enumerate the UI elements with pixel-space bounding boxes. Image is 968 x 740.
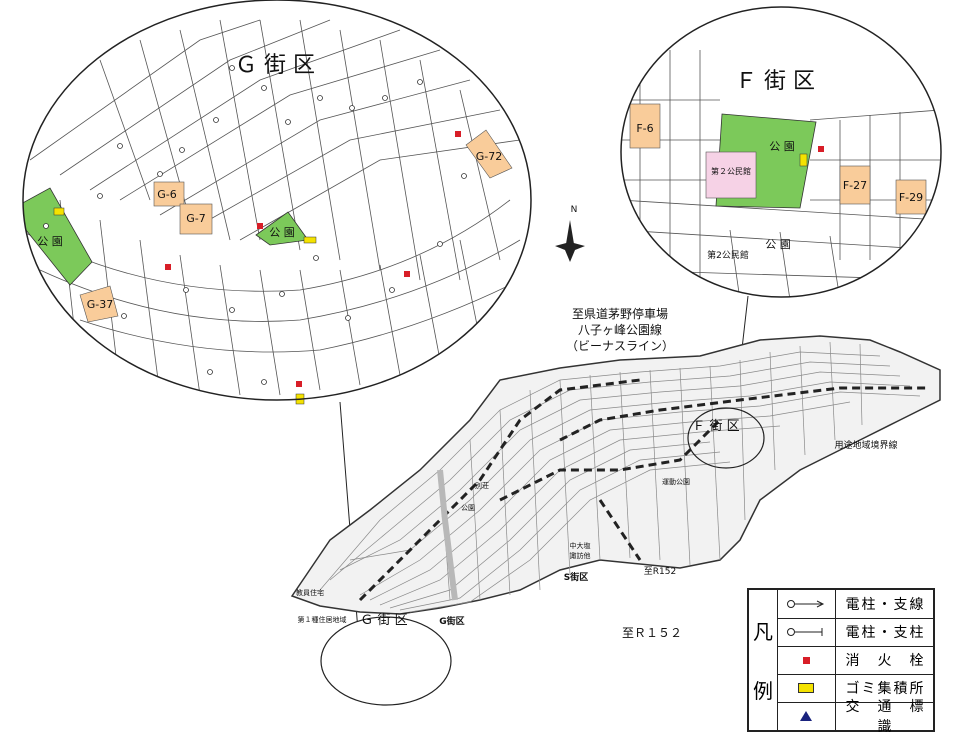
small-label-6: 別荘 bbox=[475, 481, 489, 490]
lot-g6: G-6 bbox=[157, 188, 177, 201]
lot-g72: G-72 bbox=[476, 150, 503, 163]
legend-label-hydrant: 消 火 栓 bbox=[845, 653, 926, 669]
g-park-label-2: 公 園 bbox=[269, 226, 295, 239]
legend-title: 凡 例 bbox=[749, 590, 778, 730]
pole-strut-icon bbox=[777, 618, 836, 646]
legend: 凡 例 電柱・支線 電柱・支柱 消 火 栓 ゴミ集積所 交 通 標 識 bbox=[747, 588, 940, 735]
legend-label-pole-guy: 電柱・支線 bbox=[845, 597, 926, 613]
community-hall-label: 第２公民館 bbox=[711, 166, 751, 176]
f-district-label: Ｆ 街 区 bbox=[692, 419, 739, 434]
lot-f29: F-29 bbox=[899, 191, 923, 204]
legend-row-pole-strut: 電柱・支柱 bbox=[777, 618, 935, 647]
f-callout-title: Ｆ 街 区 bbox=[735, 69, 815, 94]
community-hall-small-label: 第2公民館 bbox=[707, 249, 749, 261]
north-label: N bbox=[571, 205, 578, 215]
route-top-line3: （ビーナスライン） bbox=[566, 339, 674, 353]
g-district-small-label: G街区 bbox=[439, 615, 464, 627]
zoning-boundary-label: 用途地域境界線 bbox=[834, 439, 897, 451]
small-label-2: 諏訪他 bbox=[570, 551, 591, 560]
legend-title-bottom: 例 bbox=[753, 679, 773, 703]
small-label-3: 運動公園 bbox=[662, 477, 690, 486]
lot-g7: G-7 bbox=[186, 212, 206, 225]
lot-g37: G-37 bbox=[87, 298, 114, 311]
legend-label-garbage: ゴミ集積所 bbox=[845, 681, 926, 697]
legend-label-traffic-sign: 交 通 標 識 bbox=[845, 699, 942, 735]
g-district-callout bbox=[22, 0, 532, 405]
small-label-1: 中大塩 bbox=[570, 541, 591, 550]
legend-row-garbage: ゴミ集積所 bbox=[777, 674, 935, 703]
legend-label-pole-strut: 電柱・支柱 bbox=[845, 625, 926, 641]
lot-f6: F-6 bbox=[636, 122, 653, 135]
legend-row-traffic-sign: 交 通 標 識 bbox=[777, 699, 940, 735]
pole-guy-wire-icon bbox=[777, 590, 836, 618]
route-bottom: 至Ｒ１５２ bbox=[622, 626, 682, 640]
g-district-label: Ｇ 街 区 bbox=[360, 613, 407, 628]
route-top-line2: 八子ヶ峰公園線 bbox=[578, 322, 662, 337]
north-arrow-icon bbox=[555, 220, 585, 262]
g-callout-title: Ｇ 街 区 bbox=[235, 53, 315, 78]
route-small: 至R152 bbox=[644, 566, 676, 577]
route-top-line1: 至県道茅野停車場 bbox=[572, 306, 668, 321]
small-label-7: 公園 bbox=[461, 504, 475, 512]
legend-row-pole-guy: 電柱・支線 bbox=[777, 590, 935, 619]
small-label-4: 教員住宅 bbox=[296, 588, 324, 597]
legend-title-top: 凡 bbox=[753, 620, 773, 644]
g-park-label-1: 公 園 bbox=[37, 235, 63, 248]
fire-hydrant-icon bbox=[777, 646, 836, 674]
garbage-station-icon bbox=[777, 674, 836, 702]
f-park-label: 公 園 bbox=[769, 140, 795, 153]
g-district-outline bbox=[320, 616, 452, 706]
f-park-label-2: 公 園 bbox=[765, 238, 791, 251]
lot-f27: F-27 bbox=[843, 179, 867, 192]
legend-row-hydrant: 消 火 栓 bbox=[777, 646, 935, 675]
traffic-sign-icon bbox=[777, 702, 836, 730]
s-district-label: S街区 bbox=[564, 571, 588, 583]
small-label-5: 第１種住居地域 bbox=[298, 615, 347, 624]
f-district-callout bbox=[620, 6, 942, 298]
town-map bbox=[290, 335, 941, 615]
